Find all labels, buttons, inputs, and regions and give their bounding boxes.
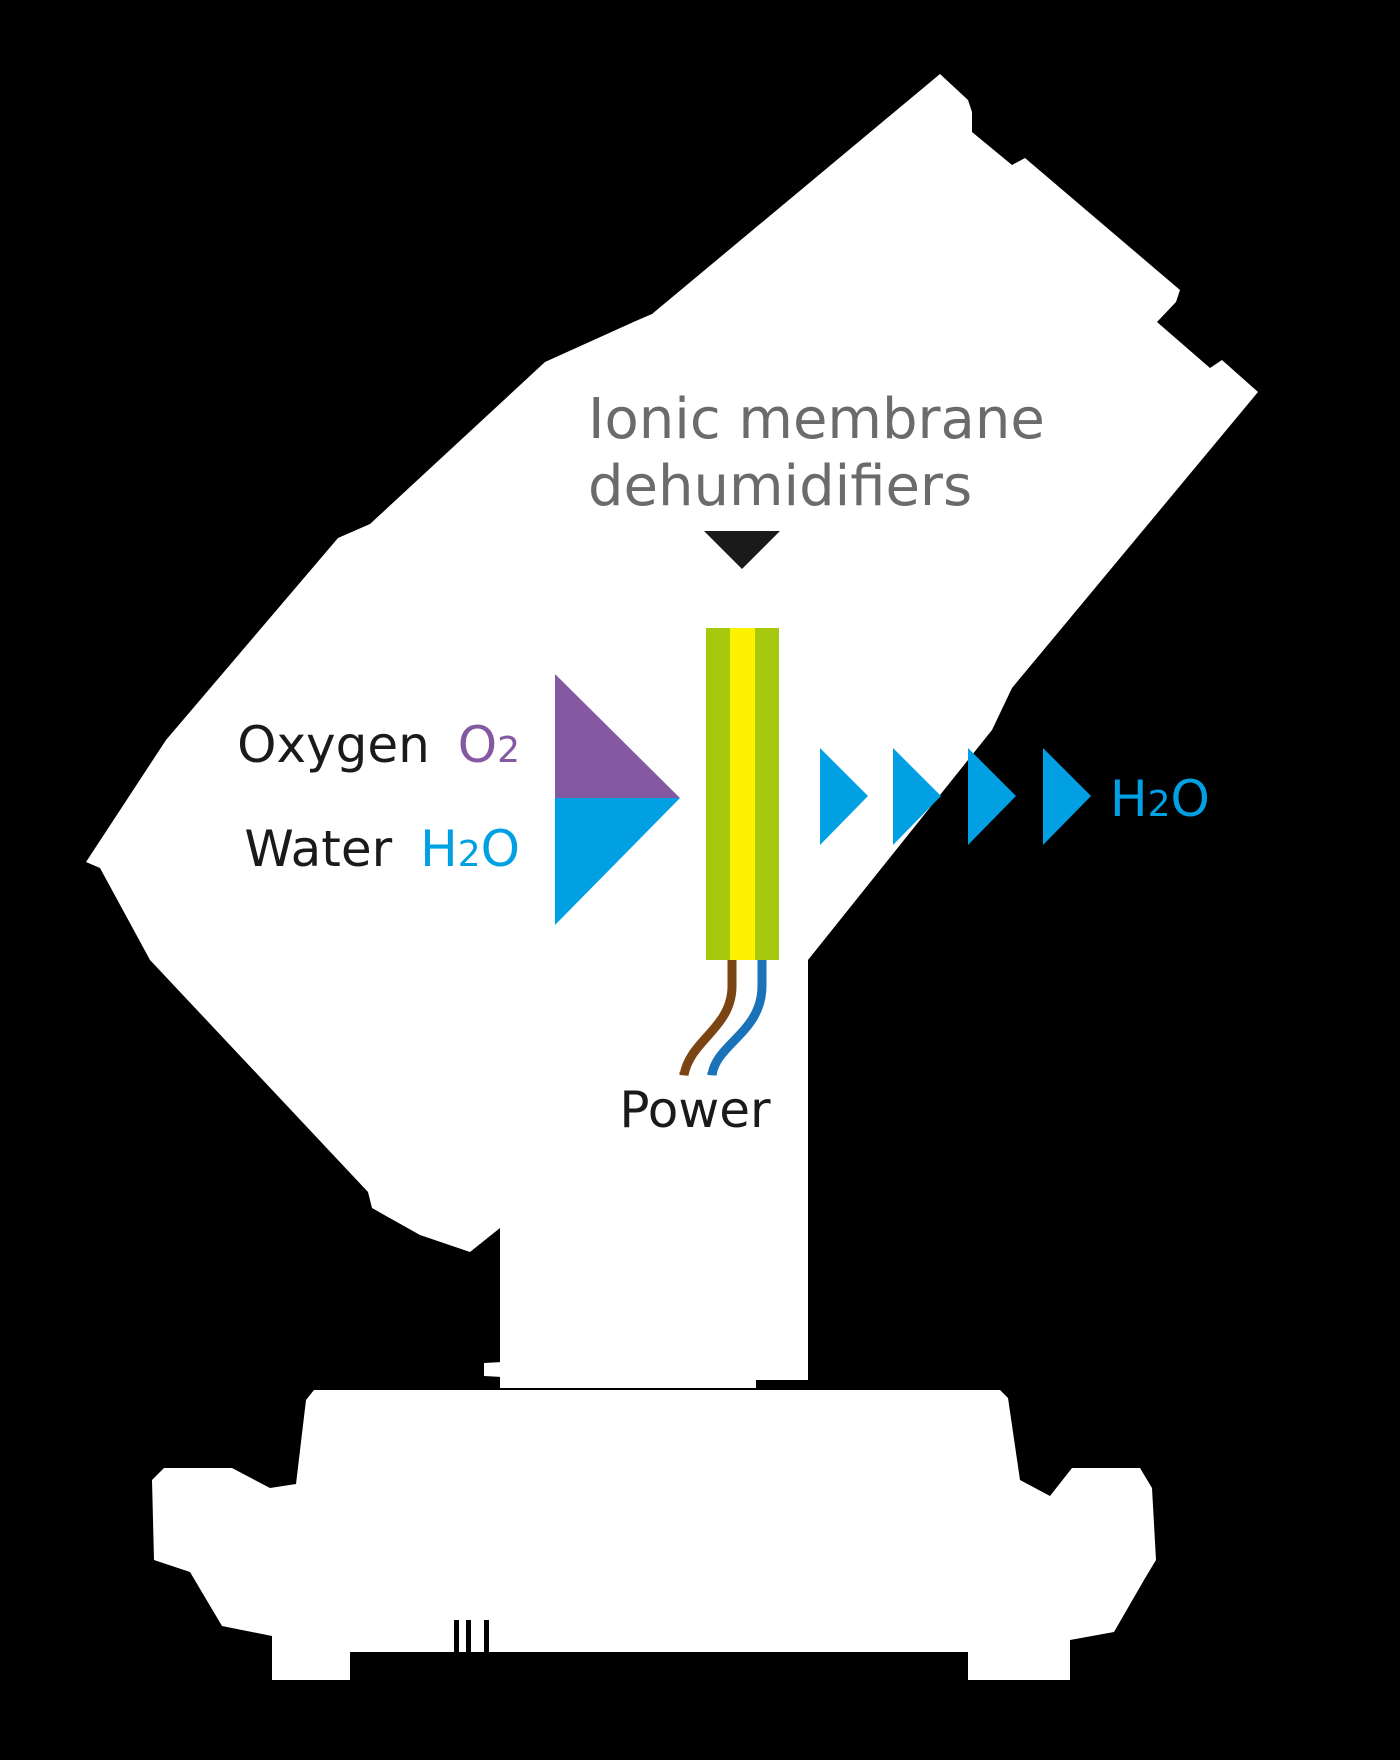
right-triangle-arrow-icon bbox=[893, 748, 941, 845]
output-label: H2O bbox=[1110, 770, 1210, 828]
blue-wire bbox=[707, 960, 767, 1076]
right-triangle-arrow-icon bbox=[820, 748, 868, 845]
device-head bbox=[86, 74, 1258, 1388]
power-wires bbox=[679, 960, 767, 1077]
power-label: Power bbox=[619, 1081, 771, 1139]
brown-wire bbox=[679, 960, 737, 1077]
output-flow-arrows bbox=[820, 748, 1091, 845]
water-formula-h: H bbox=[420, 820, 458, 878]
right-triangle-arrow-icon bbox=[968, 748, 1016, 845]
oxygen-input-triangle bbox=[555, 674, 680, 798]
water-input-triangle bbox=[555, 798, 680, 925]
oxygen-word: Oxygen bbox=[237, 716, 430, 774]
right-triangle-arrow-icon bbox=[1043, 748, 1091, 845]
title-line-2: dehumidifiers bbox=[588, 454, 972, 519]
device-feet bbox=[454, 1620, 489, 1652]
water-label: Water H2O bbox=[244, 820, 520, 878]
down-triangle-icon bbox=[704, 531, 780, 569]
water-formula-o: O bbox=[481, 820, 520, 878]
output-formula-o: O bbox=[1171, 770, 1210, 828]
ionic-membrane bbox=[706, 628, 779, 960]
oxygen-label: Oxygen O2 bbox=[237, 716, 520, 774]
water-subscript: 2 bbox=[458, 834, 481, 875]
device-base bbox=[152, 1390, 1156, 1680]
device-silhouette bbox=[86, 74, 1258, 1680]
output-subscript: 2 bbox=[1148, 784, 1171, 825]
title-line-1: Ionic membrane bbox=[588, 387, 1045, 452]
output-formula-h: H bbox=[1110, 770, 1148, 828]
oxygen-formula: O bbox=[458, 716, 497, 774]
oxygen-subscript: 2 bbox=[497, 730, 520, 771]
water-word: Water bbox=[244, 820, 392, 878]
device-neck-step bbox=[484, 1361, 520, 1378]
